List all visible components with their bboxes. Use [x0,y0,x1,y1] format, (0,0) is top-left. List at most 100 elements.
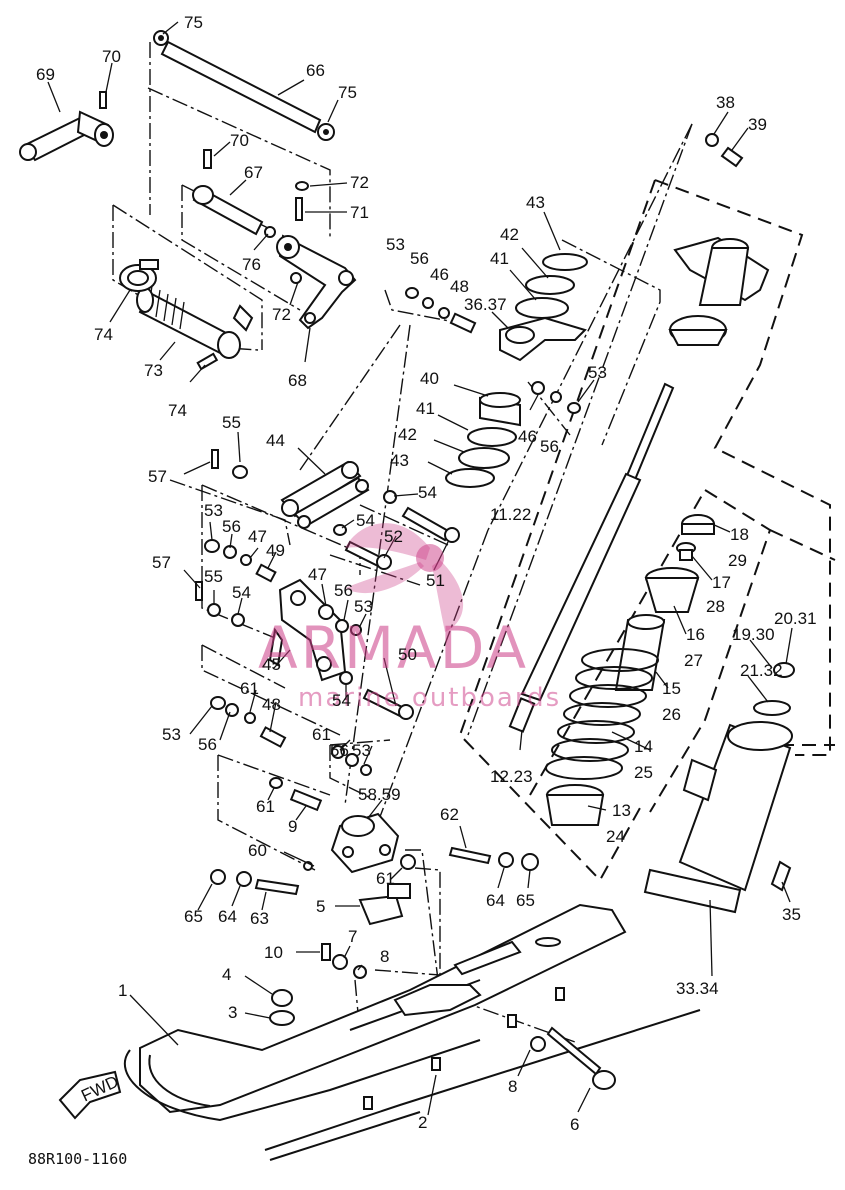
part-label: 29 [728,551,747,570]
part-label: 48 [450,277,469,296]
part-label: 19.30 [732,625,775,644]
watermark-brand: ARMADA [258,614,529,682]
part-label: 54 [332,691,351,710]
part-label: 28 [706,597,725,616]
part-label: 41 [490,249,509,268]
fwd-arrow: FWD [58,1070,121,1120]
part-label: 65 [184,907,203,926]
part-label: 70 [102,47,121,66]
part-label: 70 [230,131,249,150]
part-label: 69 [36,65,55,84]
part-label: 75 [184,13,203,32]
part-label: 47 [248,527,267,546]
watermark: ARMADA marine outboards [258,523,559,713]
part-label: 64 [218,907,237,926]
part-label: 26 [662,705,681,724]
spring-stack [545,514,715,826]
part-label: 10 [264,943,283,962]
part-label: 56 [222,517,241,536]
shock-rod [508,382,675,733]
small-washers [204,465,397,812]
part-label: 61 [240,679,259,698]
part-label: 56 [334,581,353,600]
part-label: 27 [684,651,703,670]
front-bolt-6 [530,1026,616,1090]
part-label: 5 [316,897,325,916]
part-label: 2 [418,1113,427,1132]
part-label: 35 [782,905,801,924]
shock-top-mount [668,133,770,346]
part-label: 56 [198,735,217,754]
part-label: 71 [350,203,369,222]
part-label: 42 [398,425,417,444]
part-label: 55 [222,413,241,432]
part-labels: 75 70 69 66 75 70 67 72 71 76 74 72 73 6… [36,13,817,1134]
shaft-67 [192,149,309,238]
part-label: 53 [354,597,373,616]
part-label: 53 [386,235,405,254]
part-label: 46 [518,427,537,446]
part-label: 63 [250,909,269,928]
part-label: 61 [312,725,331,744]
part-label: 25 [634,763,653,782]
part-label: 52 [384,527,403,546]
part-label: 66 [306,61,325,80]
lower-bearing-stack [445,392,521,488]
part-label: 54 [418,483,437,502]
part-label: 76 [242,255,261,274]
part-label: 62 [440,805,459,824]
part-label: 72 [350,173,369,192]
part-label: 51 [426,571,445,590]
part-label: 33.34 [676,979,719,998]
part-label: 53 [204,501,223,520]
part-label: 4 [222,965,231,984]
part-label: 1 [118,981,127,1000]
part-label: 55 [204,567,223,586]
bolts-middle [195,449,460,720]
part-label: 43 [526,193,545,212]
part-label: 58.59 [358,785,401,804]
part-label: 36.37 [464,295,507,314]
arm-69 [19,91,114,162]
part-label: 56 [330,741,349,760]
part-label: 14 [634,737,653,756]
part-label: 12.23 [490,767,533,786]
part-label: 68 [288,371,307,390]
part-label: 60 [248,841,267,860]
part-label: 53 [162,725,181,744]
part-label: 49 [266,541,285,560]
column-73 [136,285,254,371]
shock-group-outline [458,179,836,882]
part-label: 42 [500,225,519,244]
part-label: 64 [486,891,505,910]
part-label: 21.32 [740,661,783,680]
part-label: 61 [256,797,275,816]
part-label: 56 [410,249,429,268]
steering-rod-66 [153,30,335,141]
part-label: 18 [730,525,749,544]
leader-lines [47,21,793,1116]
part-label: 39 [748,115,767,134]
part-label: 16 [686,625,705,644]
spindle-housing [210,812,539,1026]
part-label: 57 [148,467,167,486]
part-label: 65 [516,891,535,910]
part-label: 67 [244,163,263,182]
diagram-code: 88R100-1160 [28,1150,127,1168]
pitman-arm-68 [276,234,357,330]
part-label: 8 [380,947,389,966]
part-label: 3 [228,1003,237,1022]
part-label: 44 [266,431,285,450]
part-label: 57 [152,553,171,572]
part-label: 46 [430,265,449,284]
upper-bearing-stack [405,253,588,414]
part-label: 8 [508,1077,517,1096]
part-label: 50 [398,645,417,664]
part-label: 38 [716,93,735,112]
shock-body [643,662,795,914]
part-label: 13 [612,801,631,820]
part-label: 75 [338,83,357,102]
link-44 [280,460,370,529]
